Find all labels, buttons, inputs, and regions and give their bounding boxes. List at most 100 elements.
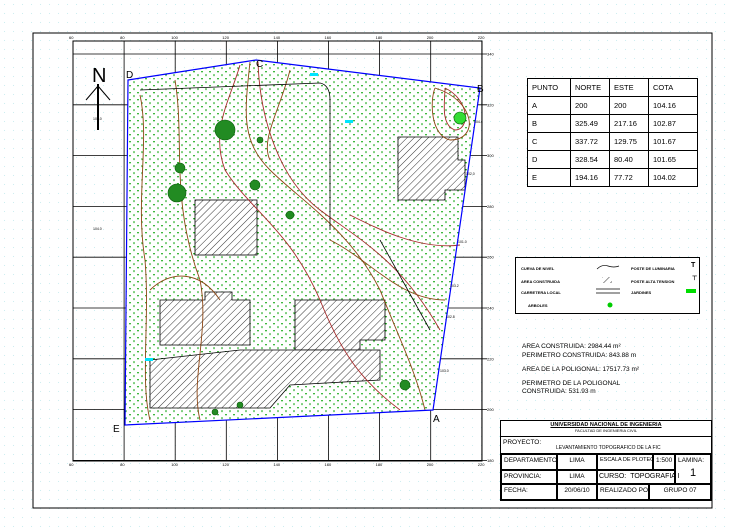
contour-label: 104.0: [93, 227, 102, 231]
made-by-label: REALIZADO POR:: [597, 484, 649, 500]
title-block: UNIVERSIDAD NACIONAL DE INGENIERIA FACUL…: [500, 420, 712, 501]
table-cell: E: [527, 168, 571, 187]
high-voltage-icon: ⊤: [692, 276, 698, 282]
tree: [214, 119, 236, 141]
area-notes: AREA CONSTRUIDA: 2984.44 m² PERIMETRO CO…: [522, 343, 639, 397]
table-cell: 337.72: [570, 132, 610, 151]
table-cell: A: [527, 96, 571, 115]
contour-label: 102.8: [446, 315, 455, 319]
buildings: [149, 136, 466, 409]
contour-label: 103.0: [93, 117, 102, 121]
faculty-name: FACULTAD DE INGENIERIA CIVIL: [574, 428, 638, 433]
table-cell: 200: [570, 96, 610, 115]
sheet-border: [32, 32, 713, 509]
vertex-label-e: E: [113, 424, 120, 435]
header-cell: COTA: [648, 78, 698, 97]
department-label: DEPARTAMENTO:: [501, 454, 557, 470]
grid-x-label: 120: [222, 462, 229, 467]
grid-x-label: 60: [69, 35, 74, 40]
table-cell: 102.87: [648, 114, 698, 133]
grid-x-label: 220: [478, 462, 485, 467]
sheet-box: LAMINA: 1: [675, 454, 711, 484]
contour-labels: 103.0 104.0 102.0 101.0 104.4 103.2 102.…: [93, 117, 483, 373]
north-label: N: [92, 65, 106, 87]
university-name: UNIVERSIDAD NACIONAL DE INGENIERIA: [550, 422, 662, 428]
table-cell: 217.16: [609, 114, 649, 133]
legend-item-built-area: AREA CONSTRUIDA: [521, 279, 560, 284]
table-cell: C: [527, 132, 571, 151]
contour-label: 104.4: [474, 120, 483, 124]
grid-x-label: 80: [120, 35, 125, 40]
table-cell: 104.16: [648, 96, 698, 115]
tree: [167, 183, 187, 203]
north-arrow: N: [85, 65, 111, 130]
building: [149, 349, 381, 409]
area-built: AREA CONSTRUIDA: 2984.44 m²: [522, 343, 621, 350]
table-cell: B: [527, 114, 571, 133]
contour-label: 102.0: [466, 172, 475, 176]
legend-item-trees: ARBOLES: [528, 303, 548, 308]
grid-x-label: 60: [69, 462, 74, 467]
grid-y-label: 200: [487, 407, 494, 412]
grid-y-label: 340: [487, 52, 494, 57]
light-posts: [145, 73, 353, 361]
grid-x-label: 140: [273, 35, 280, 40]
tree-symbol-icon: [607, 302, 613, 308]
table-cell: 80.40: [609, 150, 649, 169]
vertex-label-c: C: [256, 59, 263, 70]
scale-value: 1:500: [653, 454, 675, 470]
grid-x-label: 100: [171, 35, 178, 40]
table-cell: 325.49: [570, 114, 610, 133]
legend-item-light-post: POSTE DE LUMINARIA: [631, 266, 675, 271]
contour-symbol-icon: [596, 265, 620, 270]
grid-x-label: 180: [376, 462, 383, 467]
polygon-boundary: [124, 59, 481, 426]
table-cell: 101.67: [648, 132, 698, 151]
grid-y-label: 260: [487, 255, 494, 260]
project-label: PROYECTO:: [503, 439, 542, 446]
tree: [453, 111, 467, 125]
course-value: TOPOGRAFIA I: [630, 473, 680, 480]
legend-item-contour: CURVA DE NIVEL: [521, 266, 555, 271]
table-cell: 101.65: [648, 150, 698, 169]
grid-x-label: 180: [376, 35, 383, 40]
table-cell: 328.54: [570, 150, 610, 169]
date-value: 20/06/10: [557, 484, 597, 500]
legend-item-gardens: JARDINES: [631, 290, 652, 295]
light-post-icon: T: [691, 262, 696, 269]
course-box: CURSO: TOPOGRAFIA I: [597, 470, 679, 484]
table-cell: 77.72: [609, 168, 649, 187]
date-label: FECHA:: [501, 484, 557, 500]
tree: [236, 401, 244, 409]
grid-y-label: 320: [487, 102, 494, 107]
grid-y-label: 220: [487, 356, 494, 361]
contour-label: 103.2: [450, 284, 459, 288]
header-cell: NORTE: [570, 78, 610, 97]
contour-lines: [139, 61, 470, 421]
vertex-label-a: A: [433, 414, 440, 425]
building: [159, 291, 251, 346]
perimeter-built: PERIMETRO CONSTRUIDA: 843.88 m: [522, 352, 637, 359]
grid-x-label: 220: [478, 35, 485, 40]
area-polygon: AREA DE LA POLIGONAL: 17517.73 m²: [522, 366, 640, 373]
tree: [399, 379, 411, 391]
province-value: LIMA: [557, 470, 597, 484]
road: [139, 82, 431, 331]
scale-label: ESCALA DE PLOTEO:: [597, 454, 653, 470]
tree: [285, 210, 295, 220]
header-cell: ESTE: [609, 78, 649, 97]
grid-y-label: 240: [487, 306, 494, 311]
vertex-label-b: B: [477, 84, 484, 95]
table-cell: 104.02: [648, 168, 698, 187]
header-cell: PUNTO: [527, 78, 571, 97]
grid-y-label: 300: [487, 153, 494, 158]
course-label: CURSO:: [599, 473, 627, 480]
legend-item-high-voltage: POSTE ALTA TENSION: [631, 279, 675, 284]
grid-y-label: 180: [487, 458, 494, 463]
perimeter-polygon-1: PERIMETRO DE LA POLIGONAL: [522, 380, 621, 387]
grid-x-label: 200: [427, 462, 434, 467]
perimeter-polygon-2: CONSTRUIDA: 531.93 m: [522, 388, 596, 395]
